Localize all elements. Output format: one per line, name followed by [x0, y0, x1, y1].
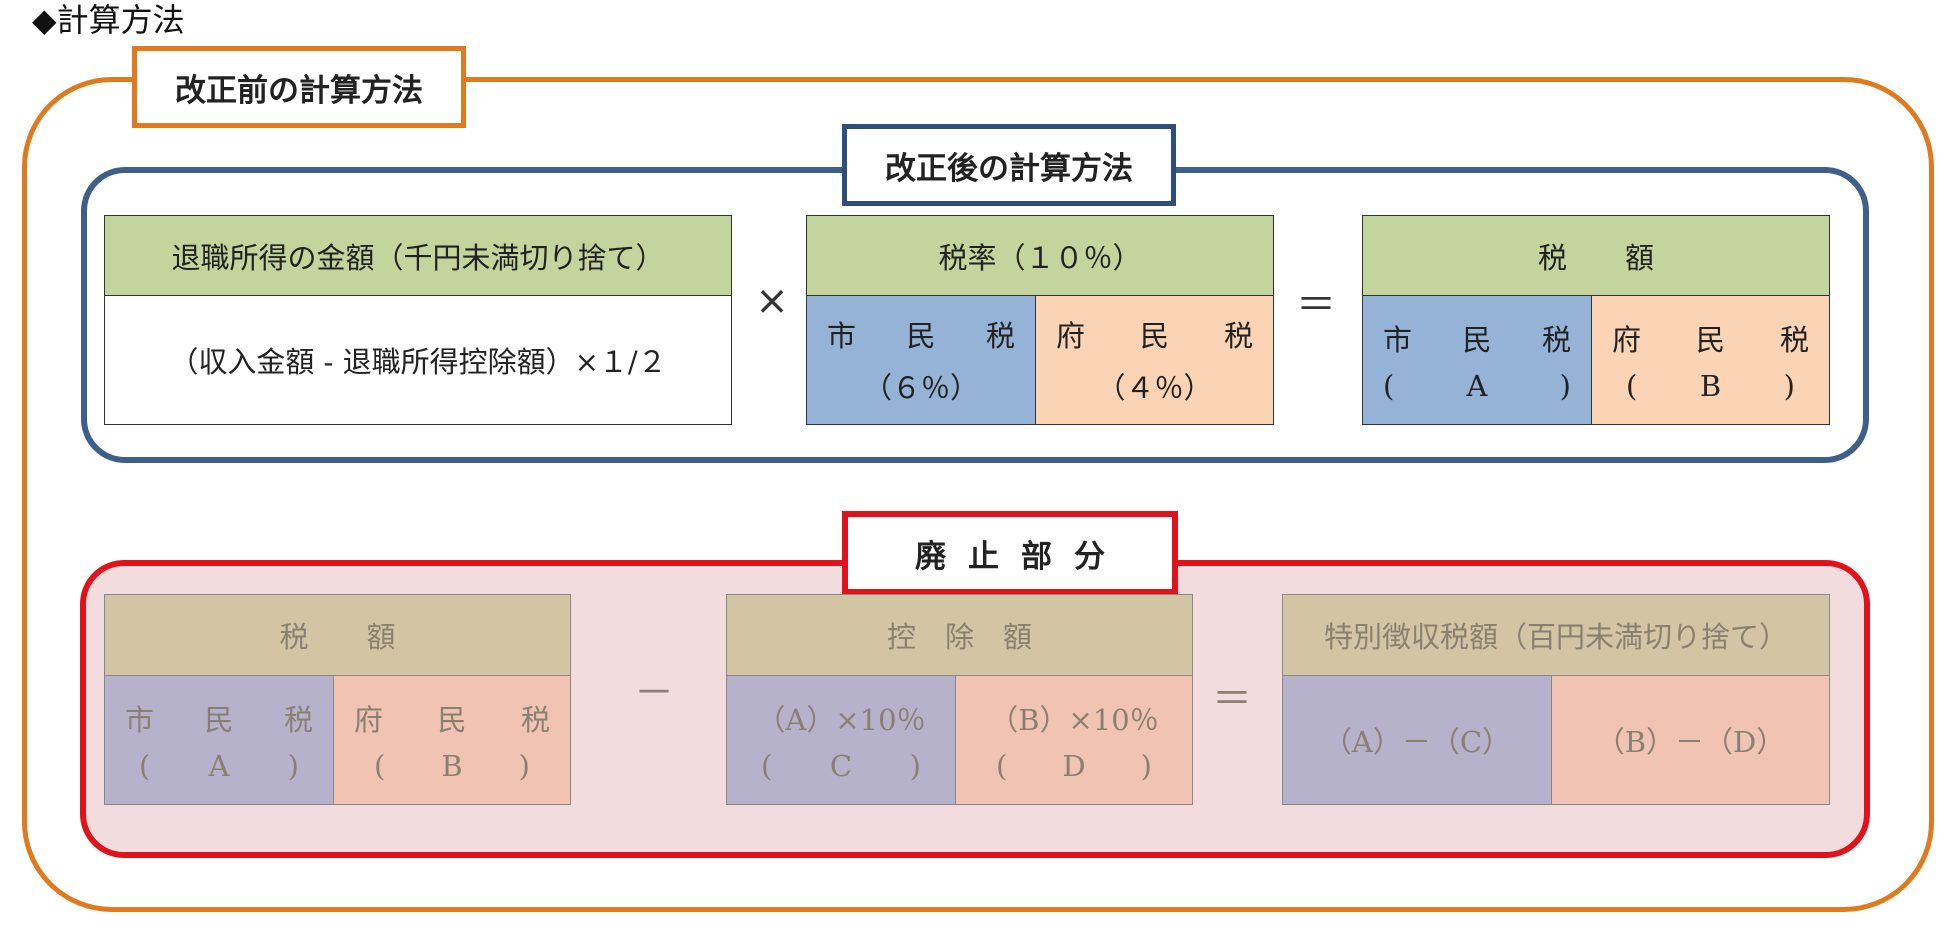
tax-amount-header: 税 額 [1362, 215, 1830, 297]
amount-a-label: A [208, 749, 230, 783]
city-tax-pct: （６％） [862, 371, 979, 405]
post-revision-label: 改正後の計算方法 [842, 124, 1176, 206]
result-a-minus-c: （A）－（C） [1282, 675, 1552, 805]
special-collection-header: 特別徴収税額（百円未満切り捨て） [1282, 594, 1830, 676]
paren-open: ( [139, 749, 151, 783]
pref-tax-char: 民 [437, 703, 467, 737]
paren-close: ) [287, 749, 299, 783]
page-title: ◆計算方法 [32, 1, 185, 39]
abolished-tax-header: 税 額 [104, 594, 571, 676]
equals-operator: ＝ [1212, 676, 1252, 722]
income-header: 退職所得の金額（千円未満切り捨て） [104, 215, 732, 297]
paren-close: ) [1559, 369, 1571, 403]
pref-tax-rate: 府 民 税 （４％） [1035, 295, 1274, 425]
city-tax-char: 市 [1383, 323, 1413, 357]
city-tax-char: 民 [204, 703, 234, 737]
city-tax-char: 民 [906, 319, 936, 353]
paren-open: ( [761, 749, 773, 783]
abolished-label: 廃止部分 [842, 511, 1178, 595]
city-tax-amount: 市 民 税 ( A ) [1362, 295, 1592, 425]
paren-close: ) [909, 749, 921, 783]
pref-tax-char: 府 [1056, 319, 1086, 353]
paren-open: ( [1626, 369, 1638, 403]
amount-b-label: B [441, 749, 463, 783]
abolished-pref-tax: 府 民 税 ( B ) [333, 675, 571, 805]
paren-open: ( [374, 749, 386, 783]
amount-a-label: A [1466, 369, 1488, 403]
city-tax-char: 税 [1541, 323, 1571, 357]
deduction-c: （A）×10％ ( C ) [726, 675, 956, 805]
pref-tax-char: 府 [354, 703, 384, 737]
paren-close: ) [1783, 369, 1795, 403]
paren-close: ) [518, 749, 530, 783]
paren-close: ) [1140, 749, 1152, 783]
deduction-d-formula: （B）×10％ [989, 703, 1159, 737]
amount-c-label: C [829, 749, 853, 783]
equals-operator: ＝ [1296, 282, 1336, 328]
deduction-header: 控 除 額 [726, 594, 1193, 676]
city-tax-char: 民 [1462, 323, 1492, 357]
deduction-c-formula: （A）×10％ [756, 703, 926, 737]
paren-open: ( [996, 749, 1008, 783]
pref-tax-char: 府 [1612, 323, 1642, 357]
amount-b-label: B [1699, 369, 1722, 403]
pref-tax-char: 税 [1779, 323, 1809, 357]
pref-tax-char: 税 [520, 703, 550, 737]
result-b-minus-d: （B）－（D） [1551, 675, 1830, 805]
pref-tax-amount: 府 民 税 ( B ) [1591, 295, 1830, 425]
pre-revision-label: 改正前の計算方法 [132, 46, 466, 128]
city-tax-rate: 市 民 税 （６％） [806, 295, 1036, 425]
multiply-operator: × [755, 278, 789, 324]
pref-tax-char: 税 [1223, 319, 1253, 353]
city-tax-char: 税 [985, 319, 1015, 353]
pref-tax-pct: （４％） [1096, 371, 1213, 405]
minus-operator: － [634, 670, 674, 716]
pref-tax-char: 民 [1695, 323, 1725, 357]
income-formula: （収入金額 - 退職所得控除額）×１/２ [104, 295, 732, 425]
city-tax-char: 市 [125, 703, 155, 737]
rate-header: 税率（１０％） [806, 215, 1274, 297]
deduction-d: （B）×10％ ( D ) [955, 675, 1193, 805]
pref-tax-char: 民 [1139, 319, 1169, 353]
abolished-city-tax: 市 民 税 ( A ) [104, 675, 334, 805]
pre-revision-frame [22, 77, 1934, 912]
paren-open: ( [1383, 369, 1395, 403]
city-tax-char: 市 [827, 319, 857, 353]
amount-d-label: D [1062, 749, 1086, 783]
city-tax-char: 税 [283, 703, 313, 737]
